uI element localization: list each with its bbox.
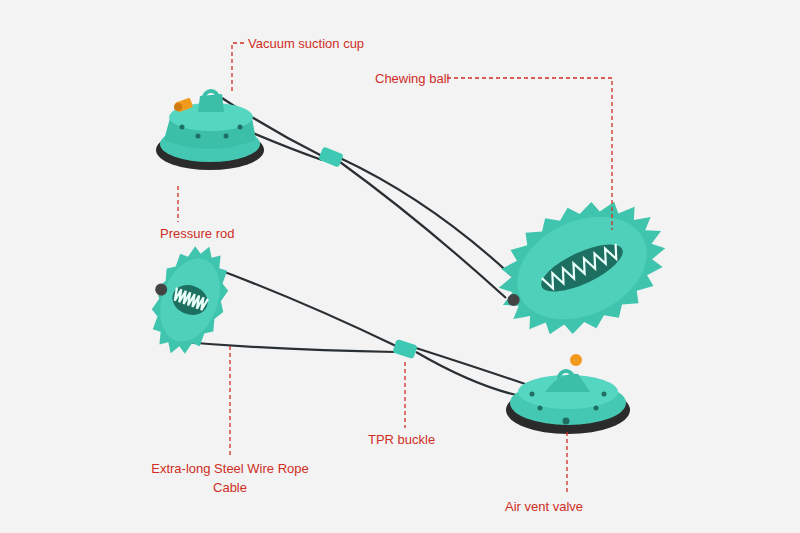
part-label: Chewing ball (375, 69, 485, 88)
ball-teeth (173, 288, 208, 312)
chewing-ball (477, 176, 687, 360)
ball-slot (535, 235, 629, 301)
leader-line (178, 43, 612, 494)
ball-slot (168, 280, 212, 319)
ball-spikes (137, 235, 242, 366)
part-label: Air vent valve (505, 497, 625, 516)
ball-hole (154, 282, 169, 297)
part-label: Pressure rod (160, 224, 270, 243)
ball-teeth (542, 244, 622, 291)
suction-cup (156, 91, 264, 170)
ball-hole (506, 292, 522, 308)
chewing-ball (136, 234, 242, 365)
ball-body (501, 197, 664, 339)
tpr-buckle (392, 339, 417, 359)
suction-cup (506, 354, 630, 434)
ball-spikes (477, 176, 687, 360)
tpr-buckle (318, 146, 344, 167)
part-label: TPR buckle (368, 430, 468, 449)
steel-cable (160, 98, 548, 400)
part-label: Vacuum suction cup (248, 34, 418, 53)
part-label: Extra-long Steel Wire Rope Cable (150, 459, 310, 497)
ball-body (149, 250, 230, 350)
